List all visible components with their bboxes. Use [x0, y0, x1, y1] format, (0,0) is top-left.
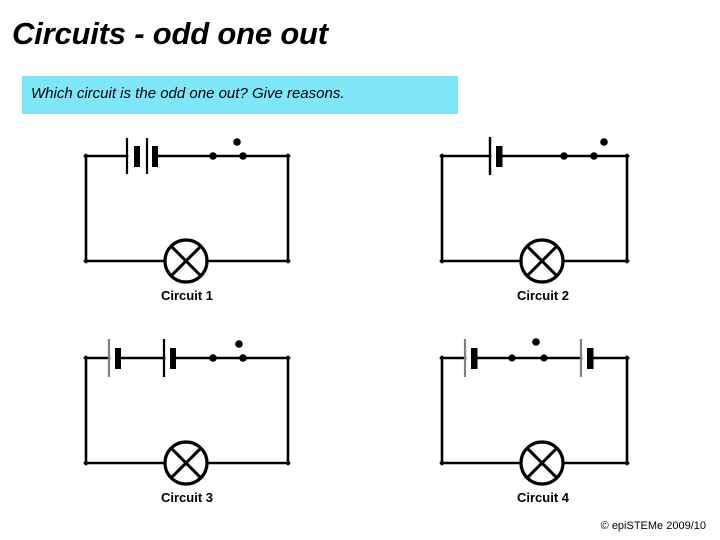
switch-contact-right [590, 152, 598, 160]
circuit-1-svg [83, 138, 291, 284]
cell-left [463, 339, 478, 377]
lamp-cross-b [170, 245, 202, 277]
open-switch [560, 138, 608, 160]
circuit-3-label: Circuit 3 [160, 490, 213, 505]
switch-lever-end [532, 338, 540, 346]
open-switch [508, 338, 548, 362]
switch-contact-left [560, 152, 568, 160]
cell-short-plate-1 [115, 348, 121, 369]
two-cell-battery [125, 138, 158, 174]
switch-contact-left [508, 354, 516, 362]
lamp-cross-b [170, 447, 202, 479]
cell-short-plate-2 [152, 146, 158, 167]
switch-lever-end [233, 138, 241, 146]
subtitle-text: Which circuit is the odd one out? Give r… [31, 85, 345, 102]
switch-contact-left [209, 152, 217, 160]
lamp-cross-b [526, 447, 558, 479]
circuit-2-svg [439, 137, 630, 284]
circuit-wires [439, 153, 630, 264]
cell-right [579, 339, 594, 377]
circuit-3-svg [83, 339, 291, 486]
switch-lever-end [235, 340, 243, 348]
lamp [519, 238, 565, 284]
cell-left [107, 339, 121, 377]
circuit-4-label: Circuit 4 [516, 490, 569, 505]
circuit-1-label: Circuit 1 [160, 288, 213, 303]
cell-short-plate-1 [134, 146, 140, 167]
single-cell [488, 137, 503, 175]
lamp [519, 440, 565, 486]
circuit-wires [83, 355, 291, 466]
open-switch [209, 138, 247, 160]
circuit-diagram-2: Circuit 2 [418, 128, 668, 318]
switch-contact-right [540, 354, 548, 362]
page-title: Circuits - odd one out [12, 16, 328, 51]
cell-mid [162, 339, 176, 377]
circuit-wires [83, 153, 291, 264]
lamp [163, 440, 209, 486]
cell-short-plate-right [587, 348, 594, 369]
switch-contact-right [239, 354, 247, 362]
switch-contact-left [209, 354, 217, 362]
switch-lever-end [600, 138, 608, 146]
circuit-4-svg [439, 338, 630, 486]
subtitle-banner: Which circuit is the odd one out? Give r… [22, 76, 458, 114]
circuit-2-label: Circuit 2 [516, 288, 569, 303]
cell-short-plate-left [471, 348, 478, 369]
circuit-diagram-4: Circuit 4 [418, 330, 668, 520]
open-switch [209, 340, 247, 362]
lamp-cross-b [526, 245, 558, 277]
switch-contact-right [239, 152, 247, 160]
circuit-diagram-3: Circuit 3 [62, 330, 312, 520]
circuit-wires [439, 355, 630, 466]
cell-short-plate-2 [170, 348, 176, 369]
lamp [163, 238, 209, 284]
cell-short-plate [496, 146, 503, 167]
footer-credit: © epiSTEMe 2009/10 [600, 520, 706, 532]
circuit-diagram-1: Circuit 1 [62, 128, 312, 318]
